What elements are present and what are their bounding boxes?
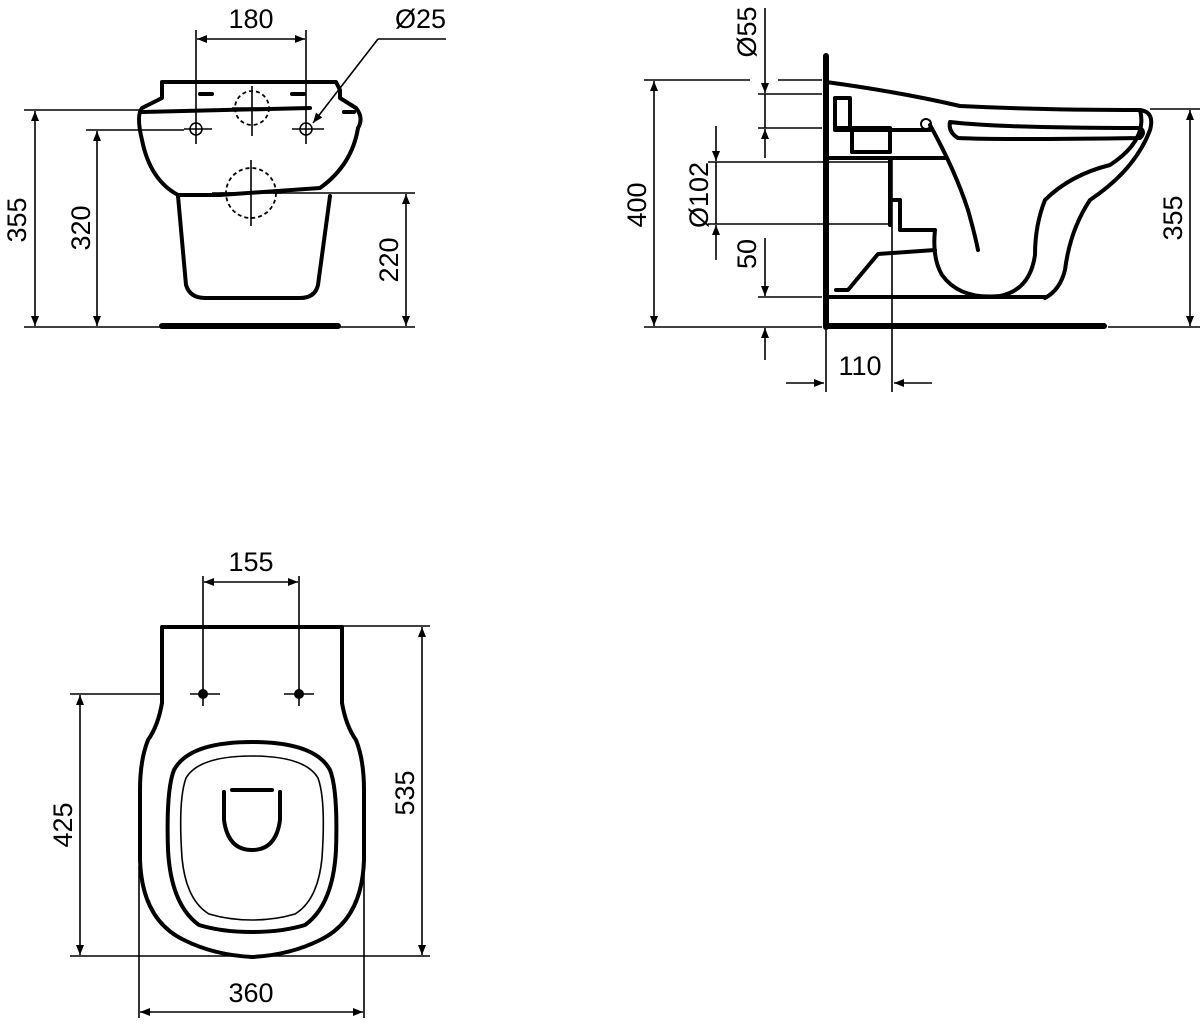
top-view-body-outline [138,625,366,959]
dim-label-180: 180 [228,4,273,34]
dim-label-d25: Ø25 [395,4,446,34]
dim-label-360: 360 [228,978,273,1008]
dim-label-320: 320 [66,205,96,250]
front-view: 180 Ø25 355 320 220 [2,4,446,329]
dim-label-50: 50 [732,239,762,269]
seat-fixing-left [190,576,220,706]
dim-label-355-side: 355 [1158,195,1188,240]
dim-outlet-projection: 110 [786,160,932,392]
dim-height-320: 320 [66,129,184,326]
dim-label-d102: Ø102 [684,162,714,228]
dim-length-425: 425 [48,693,430,957]
fixing-hole-left [184,118,212,144]
side-view: 110 400 Ø55 Ø102 [622,6,1200,392]
front-view-body-outline [137,80,363,300]
dim-fixing-spacing: 180 [195,4,307,118]
dim-label-400: 400 [622,182,652,227]
side-view-body-outline [824,80,1154,300]
dim-inlet-diameter: Ø55 [732,6,822,158]
dim-label-155: 155 [228,547,273,577]
dim-outlet-diameter: Ø102 [684,126,890,260]
dim-height-400: 400 [622,79,822,328]
dim-fixing-hole-diameter: Ø25 [312,4,446,124]
dim-label-220: 220 [374,237,404,282]
dim-label-110: 110 [838,351,881,381]
dim-label-355-front: 355 [2,197,32,242]
dim-height-220: 220 [330,192,415,328]
dim-seat-fixing-spacing: 155 [204,547,298,586]
dim-height-355-side: 355 [1108,108,1200,328]
top-view: 155 425 535 360 [48,547,430,1018]
dim-label-d55: Ø55 [732,6,762,57]
fixing-hole-right [292,118,324,144]
dim-label-535: 535 [390,770,420,815]
seat-fixing-right [284,576,314,706]
dim-width-360: 360 [138,866,365,1018]
dim-label-425: 425 [48,802,78,847]
dim-height-355-front: 355 [2,109,160,328]
dim-outlet-offset: 50 [732,238,822,360]
dim-length-535: 535 [342,625,430,955]
